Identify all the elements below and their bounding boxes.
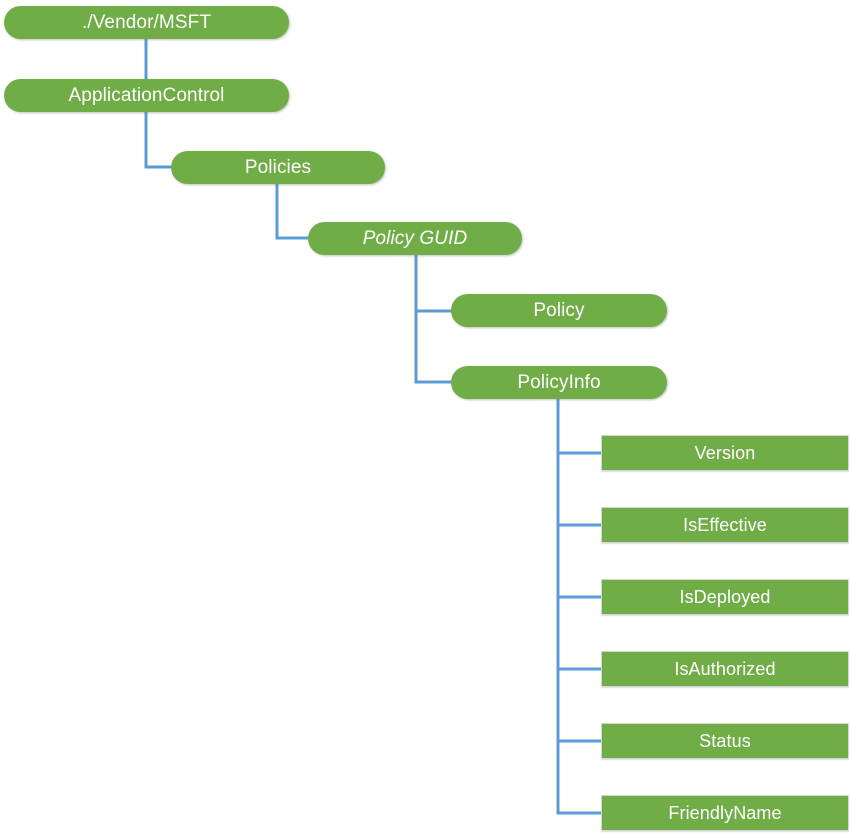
conn-policies-to-policyguid [275, 184, 310, 240]
node-is-effective[interactable]: IsEffective [601, 507, 849, 543]
node-label-vendor-msft: ./Vendor/MSFT [81, 12, 212, 33]
node-label-application-control: ApplicationControl [68, 85, 225, 106]
node-label-status: Status [699, 731, 751, 751]
node-label-is-authorized: IsAuthorized [674, 659, 776, 679]
conn-appcontrol-to-policies [144, 111, 173, 169]
conn-policyinfo-to-iseffective [556, 399, 602, 527]
node-policy[interactable]: Policy [451, 294, 667, 327]
node-label-is-effective: IsEffective [683, 515, 767, 535]
conn-policyinfo-to-isdeployed [556, 399, 602, 599]
conn-policyinfo-to-friendlyname [556, 399, 602, 815]
node-label-policy-info: PolicyInfo [517, 372, 601, 393]
node-vendor-msft[interactable]: ./Vendor/MSFT [4, 6, 289, 39]
node-label-friendly-name: FriendlyName [668, 803, 782, 823]
node-friendly-name[interactable]: FriendlyName [601, 795, 849, 831]
conn-policyinfo-to-isauthorized [556, 399, 602, 671]
conn-policyguid-to-policyinfo [414, 255, 453, 384]
node-is-deployed[interactable]: IsDeployed [601, 579, 849, 615]
conn-policyinfo-to-version [556, 399, 602, 455]
node-policy-info[interactable]: PolicyInfo [451, 366, 667, 399]
node-is-authorized[interactable]: IsAuthorized [601, 651, 849, 687]
node-label-policies: Policies [244, 157, 312, 178]
node-version[interactable]: Version [601, 435, 849, 471]
node-policy-guid[interactable]: Policy GUID [308, 222, 522, 255]
node-status[interactable]: Status [601, 723, 849, 759]
node-application-control[interactable]: ApplicationControl [4, 79, 289, 112]
node-label-policy-guid: Policy GUID [362, 228, 468, 249]
conn-policyguid-to-policy [414, 255, 453, 313]
node-policies[interactable]: Policies [171, 151, 385, 184]
node-label-is-deployed: IsDeployed [679, 587, 771, 607]
node-label-policy: Policy [533, 300, 585, 321]
node-label-version: Version [694, 443, 756, 463]
conn-policyinfo-to-status [556, 399, 602, 743]
